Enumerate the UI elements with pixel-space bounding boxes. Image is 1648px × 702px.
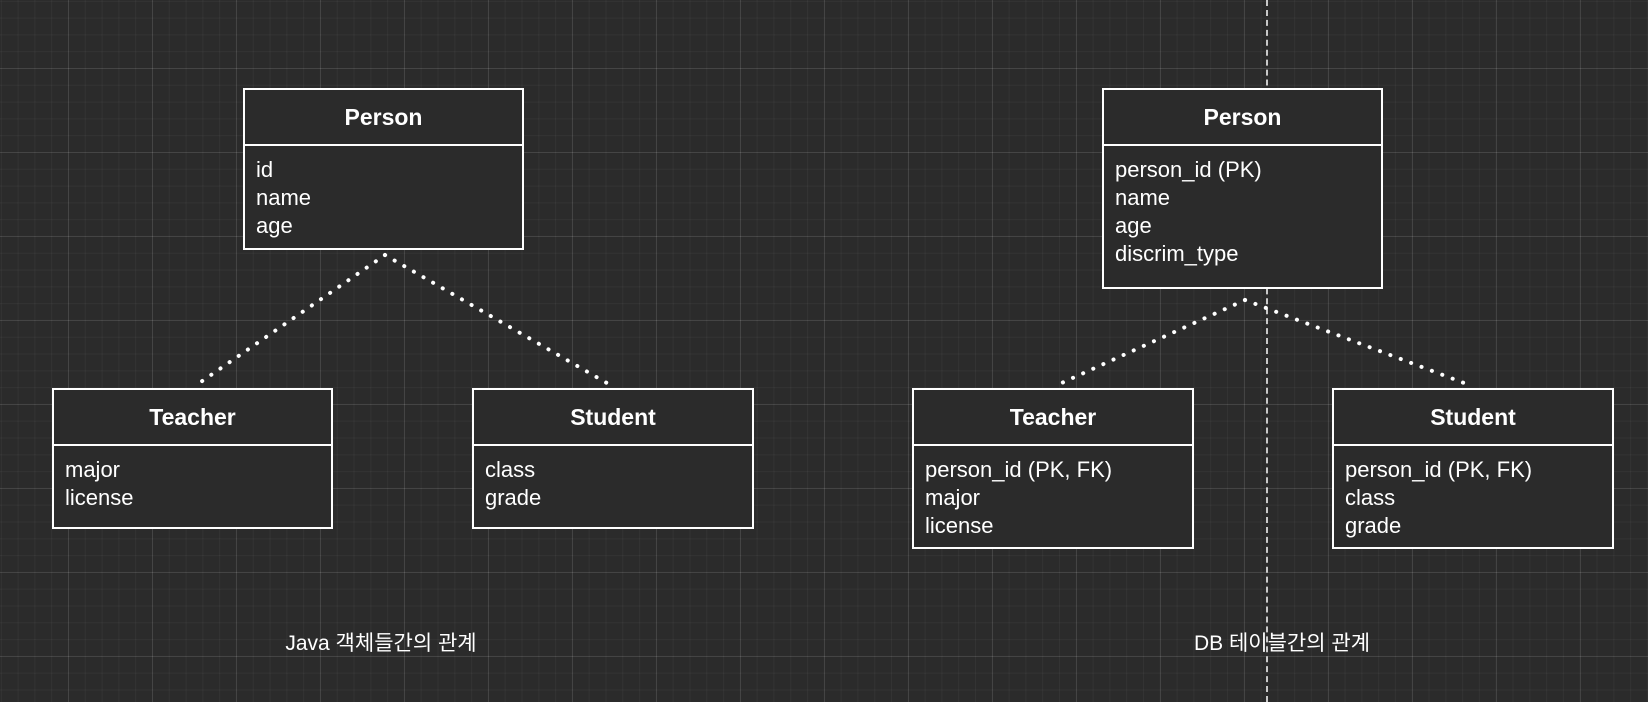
entity-title: Teacher xyxy=(54,390,331,446)
field-id: id xyxy=(256,157,274,182)
field-class: class xyxy=(485,457,536,482)
db-diagram-caption: DB 테이블간의 관계 xyxy=(1193,632,1371,655)
entity-fields: id name age xyxy=(245,146,522,250)
field-name: name xyxy=(1115,185,1171,210)
field-class: class xyxy=(1345,485,1396,510)
java-teacher-entity[interactable]: Teacher major license xyxy=(52,388,333,529)
java-student-entity[interactable]: Student class grade xyxy=(472,388,754,529)
db-person-entity[interactable]: Person person_id (PK) name age discrim_t… xyxy=(1102,88,1383,289)
field-major: major xyxy=(925,485,981,510)
field-age: age xyxy=(1115,213,1152,238)
db-connector-student xyxy=(1243,298,1474,388)
entity-title: Student xyxy=(1334,390,1612,446)
db-connector-teacher xyxy=(1053,298,1247,388)
field-discrim-type: discrim_type xyxy=(1115,241,1239,266)
entity-title: Student xyxy=(474,390,752,446)
field-person-id: person_id (PK, FK) xyxy=(925,457,1113,482)
field-grade: grade xyxy=(1345,513,1402,538)
java-person-entity[interactable]: Person id name age xyxy=(243,88,524,250)
entity-fields: class grade xyxy=(474,446,752,522)
field-name: name xyxy=(256,185,312,210)
java-connector-teacher xyxy=(193,253,387,388)
entity-fields: person_id (PK, FK) major license xyxy=(914,446,1192,550)
field-person-id: person_id (PK, FK) xyxy=(1345,457,1533,482)
field-license: license xyxy=(65,485,134,510)
entity-fields: person_id (PK) name age discrim_type xyxy=(1104,146,1381,278)
field-license: license xyxy=(925,513,994,538)
db-teacher-entity[interactable]: Teacher person_id (PK, FK) major license xyxy=(912,388,1194,549)
entity-fields: person_id (PK, FK) class grade xyxy=(1334,446,1612,550)
field-person-id: person_id (PK) xyxy=(1115,157,1262,182)
entity-title: Teacher xyxy=(914,390,1192,446)
entity-fields: major license xyxy=(54,446,331,522)
entity-title: Person xyxy=(1104,90,1381,146)
field-age: age xyxy=(256,213,293,238)
field-grade: grade xyxy=(485,485,542,510)
vertical-guide-line xyxy=(1266,0,1268,702)
java-diagram-caption: Java 객체들간의 관계 xyxy=(285,632,477,655)
field-major: major xyxy=(65,457,121,482)
entity-title: Person xyxy=(245,90,522,146)
java-connector-student xyxy=(383,253,614,388)
db-student-entity[interactable]: Student person_id (PK, FK) class grade xyxy=(1332,388,1614,549)
